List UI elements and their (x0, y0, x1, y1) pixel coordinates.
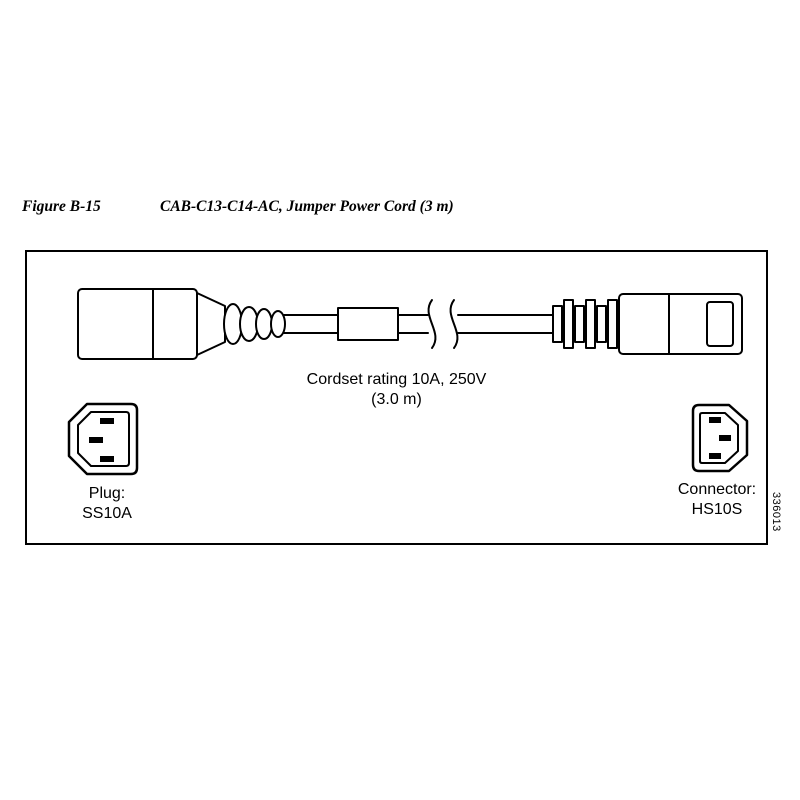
boot-rib (596, 305, 607, 343)
figure-label: Figure B-15 (22, 198, 101, 215)
plug-pin (89, 437, 103, 443)
connector-label-line2: HS10S (691, 501, 743, 518)
boot-rib (585, 299, 596, 349)
plug-label: Plug: SS10A (57, 484, 157, 524)
cordset-rating: Cordset rating 10A, 250V (3.0 m) (27, 370, 766, 410)
plug-label-line2: SS10A (82, 505, 132, 522)
connector-face-icon (691, 403, 749, 473)
cable-break-mark (449, 299, 459, 349)
plug-face-inner (77, 411, 130, 467)
connector-label-line1: Connector: (677, 481, 757, 498)
strain-relief-rib (255, 308, 273, 340)
cable-sleeve (337, 307, 399, 341)
power-cord-drawing (77, 288, 743, 360)
boot-rib (574, 305, 585, 343)
cable-break-mark (427, 299, 437, 349)
strain-relief-rib (270, 310, 286, 338)
connector-slot (709, 453, 721, 459)
plug-face-icon (67, 402, 139, 476)
boot-rib (607, 299, 618, 349)
plug-pin (100, 456, 114, 462)
plug-pin (100, 418, 114, 424)
connector-slot (709, 417, 721, 423)
rating-line1: Cordset rating 10A, 250V (306, 371, 487, 388)
left-plug-body (77, 288, 198, 360)
boot-rib (563, 299, 574, 349)
figure-box: Cordset rating 10A, 250V (3.0 m) Plug: S… (25, 250, 768, 545)
boot-rib (552, 305, 563, 343)
left-plug-neck (196, 292, 226, 356)
connector-label: Connector: HS10S (657, 480, 777, 520)
figure-caption: Figure B-15 CAB-C13-C14-AC, Jumper Power … (22, 198, 454, 216)
rating-line2: (3.0 m) (371, 391, 422, 408)
figure-title: CAB-C13-C14-AC, Jumper Power Cord (3 m) (160, 198, 454, 215)
plug-label-line1: Plug: (88, 485, 126, 502)
right-connector-inset (706, 301, 734, 347)
figure-part-number: 336013 (770, 492, 782, 532)
connector-slot (719, 435, 731, 441)
